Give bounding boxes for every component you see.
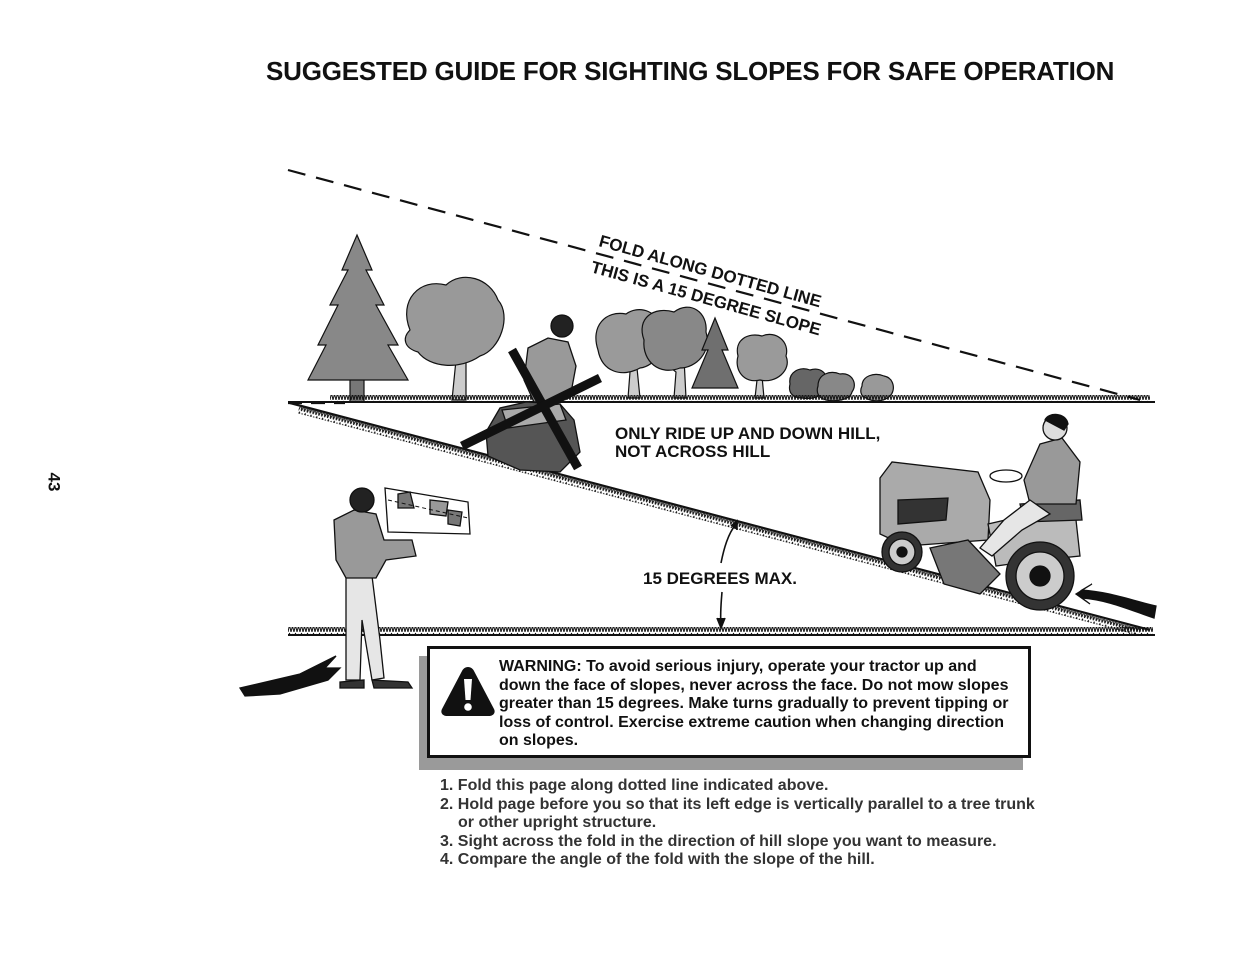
warning-text: WARNING: To avoid serious injury, operat… [499,658,1009,749]
instruction-steps: 1. Fold this page along dotted line indi… [440,777,1040,870]
ride-instruction-line2: NOT ACROSS HILL [615,442,771,461]
warning-box: WARNING: To avoid serious injury, operat… [427,646,1031,758]
slope-line [289,401,1151,632]
page-title: SUGGESTED GUIDE FOR SIGHTING SLOPES FOR … [266,56,1115,86]
step-item: 2. Hold page before you so that its left… [440,795,1035,832]
step-item: 3. Sight across the fold in the directio… [440,832,997,850]
ride-instruction-line1: ONLY RIDE UP AND DOWN HILL, [615,424,881,443]
warning-triangle-icon [441,667,495,716]
man-holding-page [238,487,471,697]
fold-dotted-line [287,168,1141,402]
ride-instruction: ONLY RIDE UP AND DOWN HILL, NOT ACROSS H… [615,425,880,461]
crossed-out-tractor [460,314,602,473]
trees [307,233,894,403]
step-item: 1. Fold this page along dotted line indi… [440,777,829,794]
step-item: 4. Compare the angle of the fold with th… [440,851,875,868]
max-angle-label: 15 DEGREES MAX. [643,569,797,588]
tractor-uphill [879,413,1157,619]
angle-indicator [716,519,738,631]
